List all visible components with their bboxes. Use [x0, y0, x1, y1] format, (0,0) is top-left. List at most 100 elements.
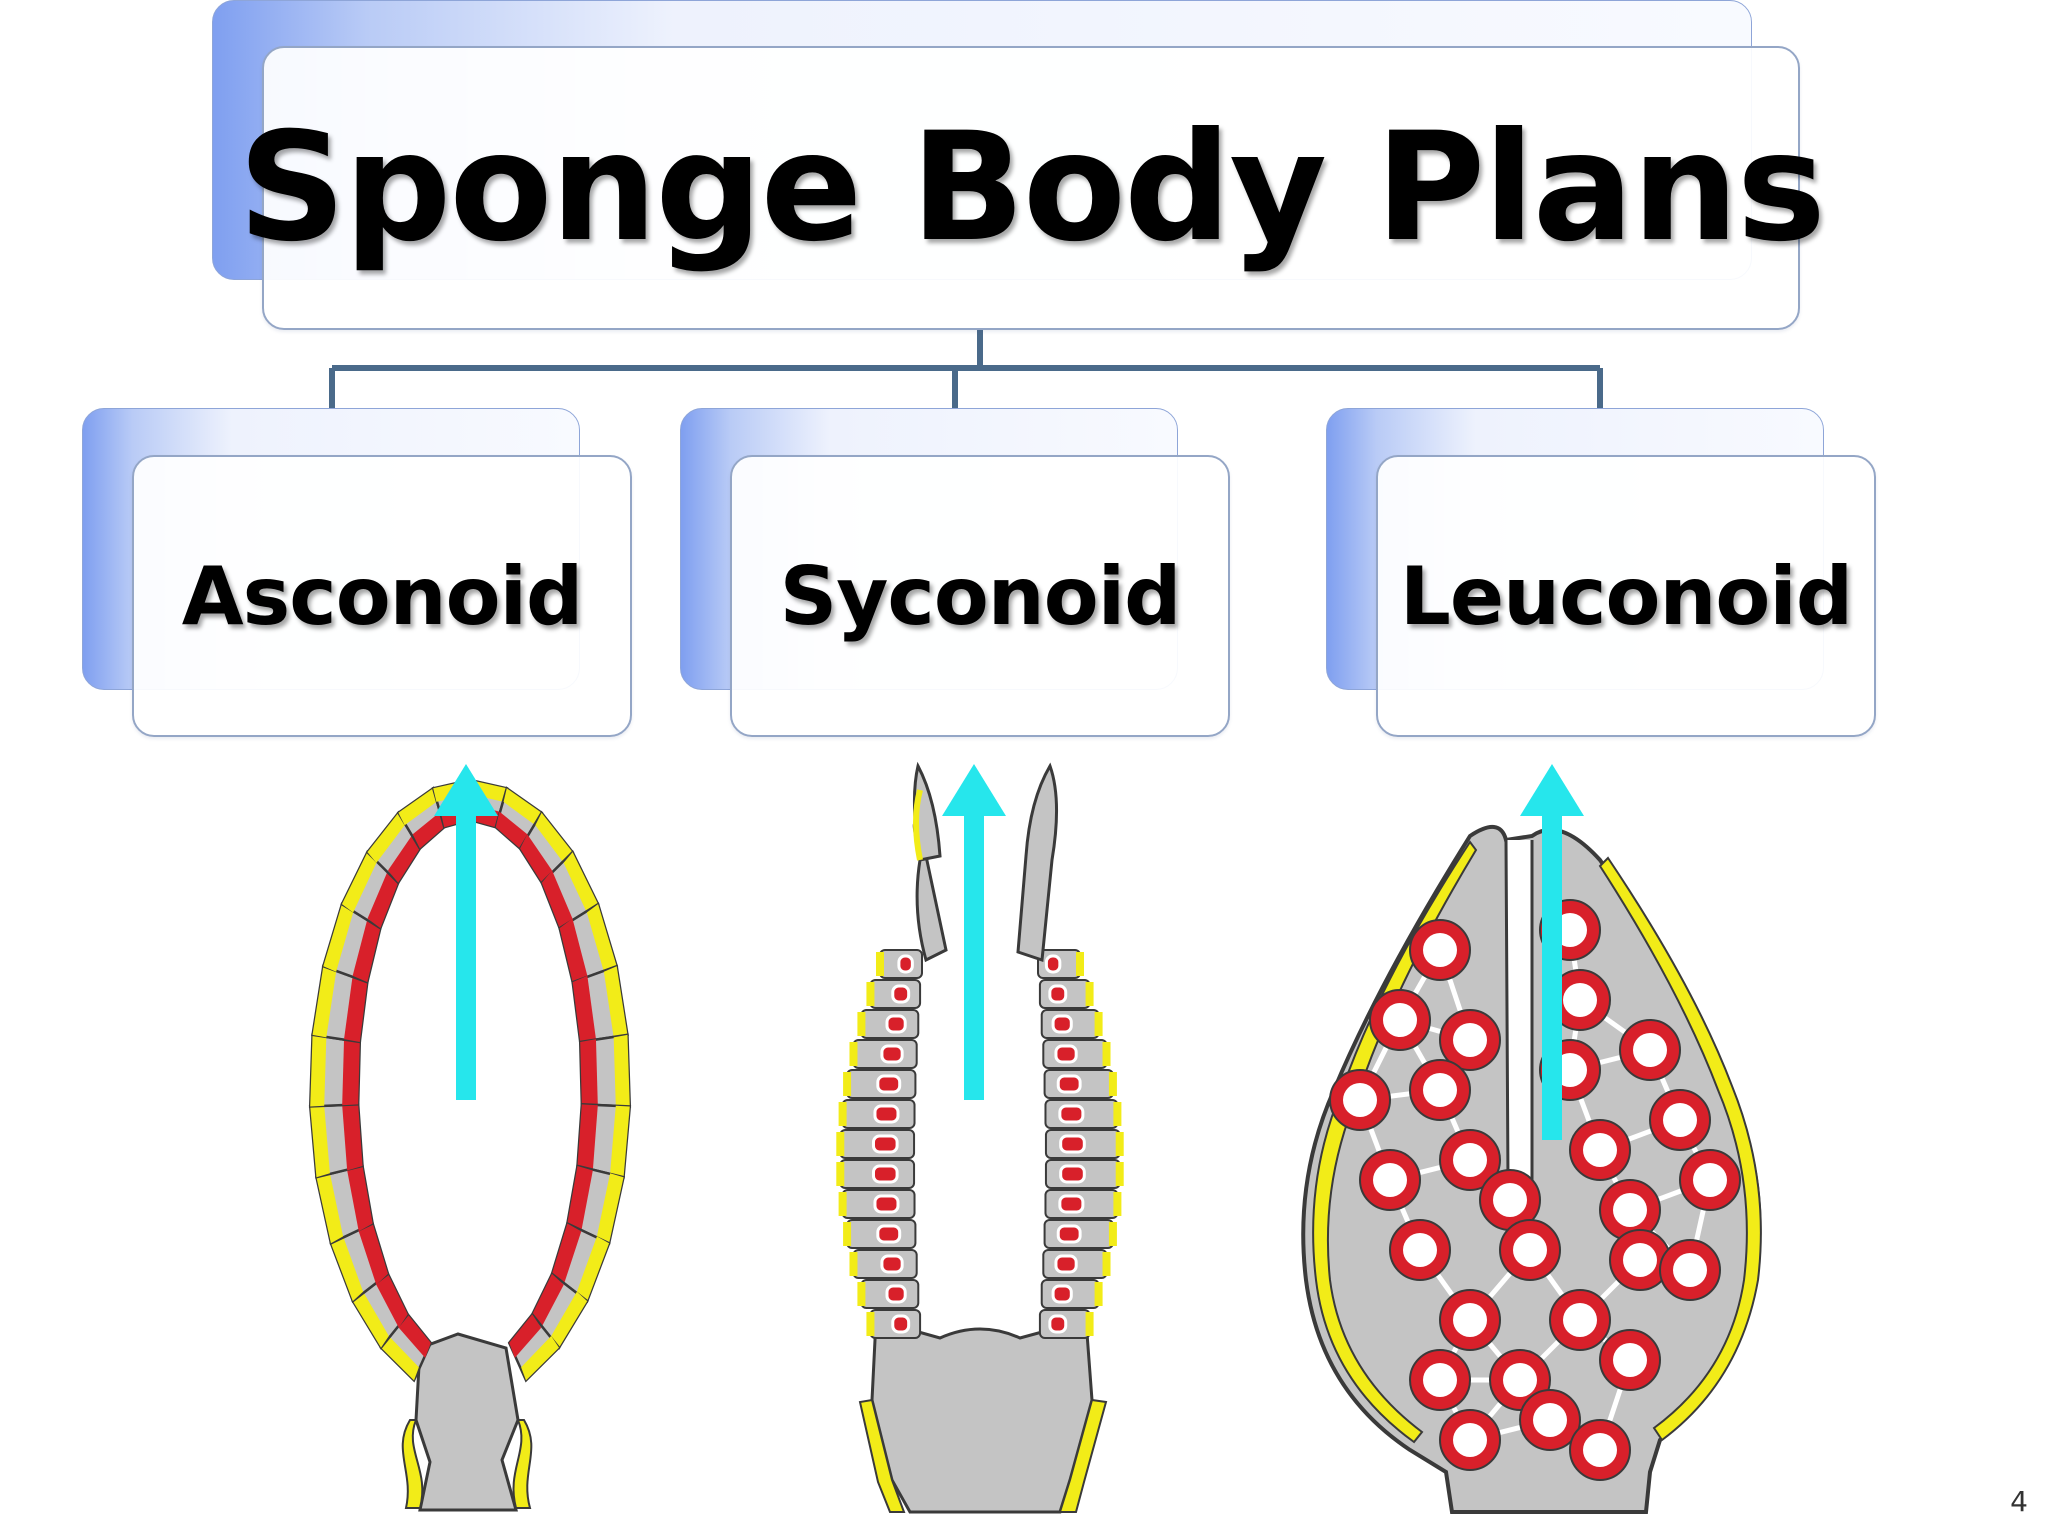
- pinacoderm-layer: [857, 1012, 866, 1036]
- radial-canal: [1048, 1314, 1068, 1334]
- asconoid-base: [401, 1332, 533, 1512]
- chamber-lumen: [1423, 1073, 1457, 1107]
- connector-lines: [329, 330, 1603, 410]
- pinacoderm-layer: [341, 852, 377, 913]
- pinacoderm-layer: [1113, 1192, 1122, 1216]
- pinacoderm-layer: [836, 1132, 845, 1156]
- radial-canal: [1054, 1044, 1078, 1064]
- choanocyte-layer: [495, 811, 528, 849]
- chamber-lumen: [1453, 1423, 1487, 1457]
- type-label-leuconoid: Leuconoid: [1399, 549, 1853, 643]
- radial-canal: [1051, 1284, 1073, 1304]
- pinacoderm-layer: [535, 812, 573, 863]
- chamber-lumen: [1423, 1363, 1457, 1397]
- pinacoderm-layer: [1085, 1312, 1094, 1336]
- radial-canal: [1051, 1014, 1073, 1034]
- title-node-box: Sponge Body Plans: [238, 46, 1826, 330]
- radial-canal: [885, 1014, 907, 1034]
- asconoid-water-flow-arrow: [434, 764, 498, 1100]
- pinacoderm-layer: [503, 788, 542, 826]
- chamber-lumen: [1663, 1103, 1697, 1137]
- syconoid-body-wall: [836, 949, 1124, 1339]
- chamber-lumen: [1563, 983, 1597, 1017]
- pinacoderm-layer: [316, 1173, 344, 1244]
- chamber-lumen: [1373, 1163, 1407, 1197]
- chamber-lumen: [1633, 1033, 1667, 1067]
- chamber-lumen: [1513, 1233, 1547, 1267]
- choanocyte-layer: [552, 1223, 582, 1285]
- radial-canal: [1058, 1194, 1085, 1214]
- radial-canal: [1048, 984, 1068, 1004]
- asconoid-body-wall: [308, 778, 632, 1383]
- radial-canal: [897, 954, 914, 974]
- radial-canal: [873, 1194, 900, 1214]
- pinacoderm-layer: [586, 904, 617, 972]
- pinacoderm-layer: [1108, 1072, 1117, 1096]
- radial-canal: [1056, 1224, 1082, 1244]
- pinacoderm-layer: [367, 812, 405, 863]
- pinacoderm-layer: [1094, 1012, 1103, 1036]
- chamber-lumen: [1583, 1433, 1617, 1467]
- syconoid-lips: [912, 761, 1058, 963]
- pinacoderm-layer: [603, 966, 628, 1038]
- type-node-asconoid: Asconoid: [82, 408, 632, 738]
- asconoid-illustration: [308, 764, 632, 1512]
- pinacoderm-layer: [576, 1236, 610, 1302]
- syconoid-water-flow-arrow: [942, 764, 1006, 1100]
- chamber-lumen: [1623, 1243, 1657, 1277]
- radial-canal: [880, 1254, 904, 1274]
- choanocyte-layer: [567, 1165, 593, 1232]
- radial-canal: [885, 1284, 907, 1304]
- pinacoderm-layer: [310, 1034, 327, 1107]
- pinacoderm-layer: [330, 1236, 364, 1302]
- chamber-lumen: [1583, 1133, 1617, 1167]
- pinacoderm-layer: [1094, 1282, 1103, 1306]
- choanocyte-layer: [347, 1165, 373, 1232]
- radial-canal: [1059, 1134, 1086, 1154]
- chamber-lumen: [1613, 1343, 1647, 1377]
- type-label-syconoid: Syconoid: [779, 549, 1182, 643]
- syconoid-illustration: [836, 761, 1124, 1514]
- chamber-lumen: [1453, 1303, 1487, 1337]
- choanocyte-layer: [358, 1223, 388, 1285]
- choanocyte-layer: [509, 1314, 542, 1358]
- radial-canal: [1054, 1254, 1078, 1274]
- pinacoderm-layer: [596, 1173, 624, 1244]
- pinacoderm-layer: [849, 1042, 858, 1066]
- choanocyte-layer: [387, 834, 420, 883]
- slide-number: 4: [2010, 1485, 2028, 1518]
- pinacoderm-layer: [849, 1252, 858, 1276]
- choanocyte-layer: [559, 918, 588, 983]
- chamber-lumen: [1423, 933, 1457, 967]
- pinacoderm-layer: [610, 1105, 630, 1178]
- type-node-box: Asconoid: [132, 455, 632, 737]
- pinacoderm-layer: [843, 1072, 852, 1096]
- pinacoderm-layer: [843, 1222, 852, 1246]
- pinacoderm-layer: [876, 952, 884, 976]
- pinacoderm-layer: [1115, 1132, 1124, 1156]
- pinacoderm-layer: [866, 1312, 875, 1336]
- radial-canal: [876, 1224, 902, 1244]
- choanocyte-layer: [541, 870, 573, 929]
- radial-canal: [1056, 1074, 1082, 1094]
- radial-canal: [876, 1074, 902, 1094]
- pinacoderm-layer: [323, 904, 354, 972]
- choanocyte-layer: [412, 811, 445, 849]
- type-node-box: Syconoid: [730, 455, 1230, 737]
- chamber-lumen: [1673, 1253, 1707, 1287]
- radial-canal: [891, 984, 911, 1004]
- pinacoderm-layer: [1113, 1102, 1122, 1126]
- chamber-lumen: [1493, 1183, 1527, 1217]
- syconoid-base: [858, 1318, 1108, 1514]
- choanocyte-layer: [342, 1039, 360, 1106]
- radial-canal: [1044, 954, 1062, 974]
- chamber-lumen: [1563, 1303, 1597, 1337]
- pinacoderm-layer: [310, 1105, 330, 1178]
- pinacoderm-layer: [836, 1162, 845, 1186]
- leuconoid-choanocyte-chambers: [1329, 899, 1741, 1481]
- chamber-lumen: [1453, 1143, 1487, 1177]
- pinacoderm-layer: [613, 1034, 630, 1107]
- radial-canal: [891, 1314, 911, 1334]
